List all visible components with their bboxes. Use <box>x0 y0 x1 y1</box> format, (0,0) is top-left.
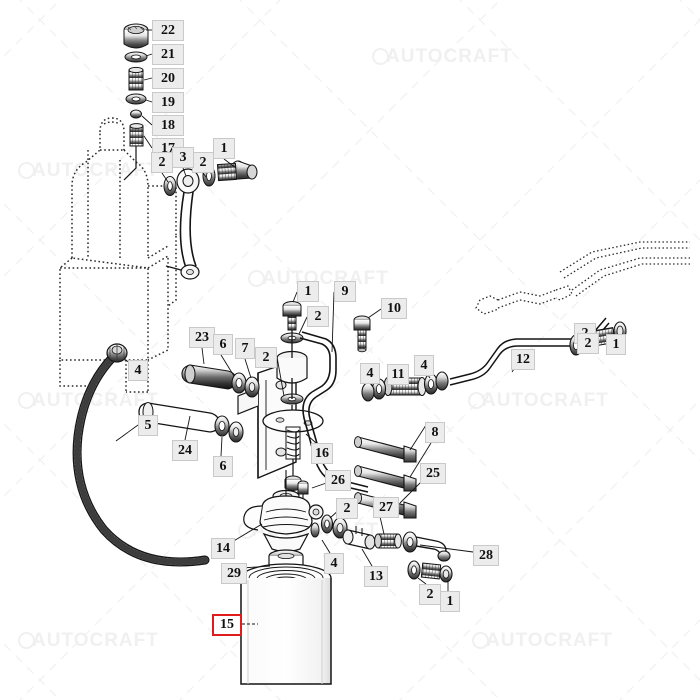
watermark-label: AUTOCRAFT <box>32 390 159 411</box>
part-callout-4[interactable]: 4 <box>128 360 148 381</box>
part-callout-7[interactable]: 7 <box>235 338 255 359</box>
part-callout-8[interactable]: 8 <box>425 422 445 443</box>
part-callout-2[interactable]: 2 <box>255 347 277 368</box>
part-callout-11[interactable]: 11 <box>387 364 409 385</box>
part-callout-2[interactable]: 2 <box>192 152 214 173</box>
part-callout-29[interactable]: 29 <box>221 563 247 584</box>
watermark-label: AUTOCRAFT <box>486 630 613 651</box>
part-callout-14[interactable]: 14 <box>211 538 235 559</box>
part-callout-4[interactable]: 4 <box>324 553 344 574</box>
part-callout-9[interactable]: 9 <box>334 281 356 302</box>
part-callout-16[interactable]: 16 <box>311 443 333 464</box>
part-callout-3[interactable]: 3 <box>172 147 194 168</box>
part-callout-4[interactable]: 4 <box>360 363 380 384</box>
part-callout-6[interactable]: 6 <box>213 456 233 477</box>
part-callout-1[interactable]: 1 <box>606 334 626 355</box>
watermark-label: AUTOCRAFT <box>32 160 159 181</box>
watermark-label: AUTOCRAFT <box>262 268 389 289</box>
watermark-ring-icon <box>18 392 35 409</box>
part-callout-10[interactable]: 10 <box>381 298 407 319</box>
part-callout-27[interactable]: 27 <box>373 497 399 518</box>
watermark-ring-icon <box>18 632 35 649</box>
part-callout-21[interactable]: 21 <box>152 44 184 65</box>
watermark-label: AUTOCRAFT <box>386 46 513 67</box>
part-callout-6[interactable]: 6 <box>213 334 233 355</box>
part-callout-22[interactable]: 22 <box>152 20 184 41</box>
part-callout-25[interactable]: 25 <box>420 463 446 484</box>
part-callout-1[interactable]: 1 <box>297 281 319 302</box>
watermark-ring-icon <box>18 162 35 179</box>
part-callout-26[interactable]: 26 <box>325 470 351 491</box>
watermark-label: AUTOCRAFT <box>482 390 609 411</box>
watermark-ring-icon <box>468 392 485 409</box>
part-callout-5[interactable]: 5 <box>138 415 158 436</box>
part-callout-1[interactable]: 1 <box>213 138 235 159</box>
part-callout-2[interactable]: 2 <box>151 152 173 173</box>
part-callout-2[interactable]: 2 <box>336 498 358 519</box>
part-callout-13[interactable]: 13 <box>364 566 388 587</box>
part-callout-19[interactable]: 19 <box>152 92 184 113</box>
watermark-label: AUTOCRAFT <box>32 630 159 651</box>
part-callout-20[interactable]: 20 <box>152 68 184 89</box>
part-callout-2[interactable]: 2 <box>419 584 441 605</box>
watermark-ring-icon <box>372 48 389 65</box>
part-callout-1[interactable]: 1 <box>440 591 460 612</box>
part-callout-2[interactable]: 2 <box>307 306 329 327</box>
part-callout-15[interactable]: 15 <box>212 614 242 636</box>
part-callout-18[interactable]: 18 <box>152 115 184 136</box>
part-callout-2[interactable]: 2 <box>577 333 599 354</box>
watermark-ring-icon <box>472 632 489 649</box>
part-callout-4[interactable]: 4 <box>414 355 434 376</box>
part-callout-24[interactable]: 24 <box>172 440 198 461</box>
part-callout-23[interactable]: 23 <box>189 327 215 348</box>
watermark-ring-icon <box>248 270 265 287</box>
part-callout-28[interactable]: 28 <box>473 545 499 566</box>
part-callout-12[interactable]: 12 <box>511 349 535 370</box>
